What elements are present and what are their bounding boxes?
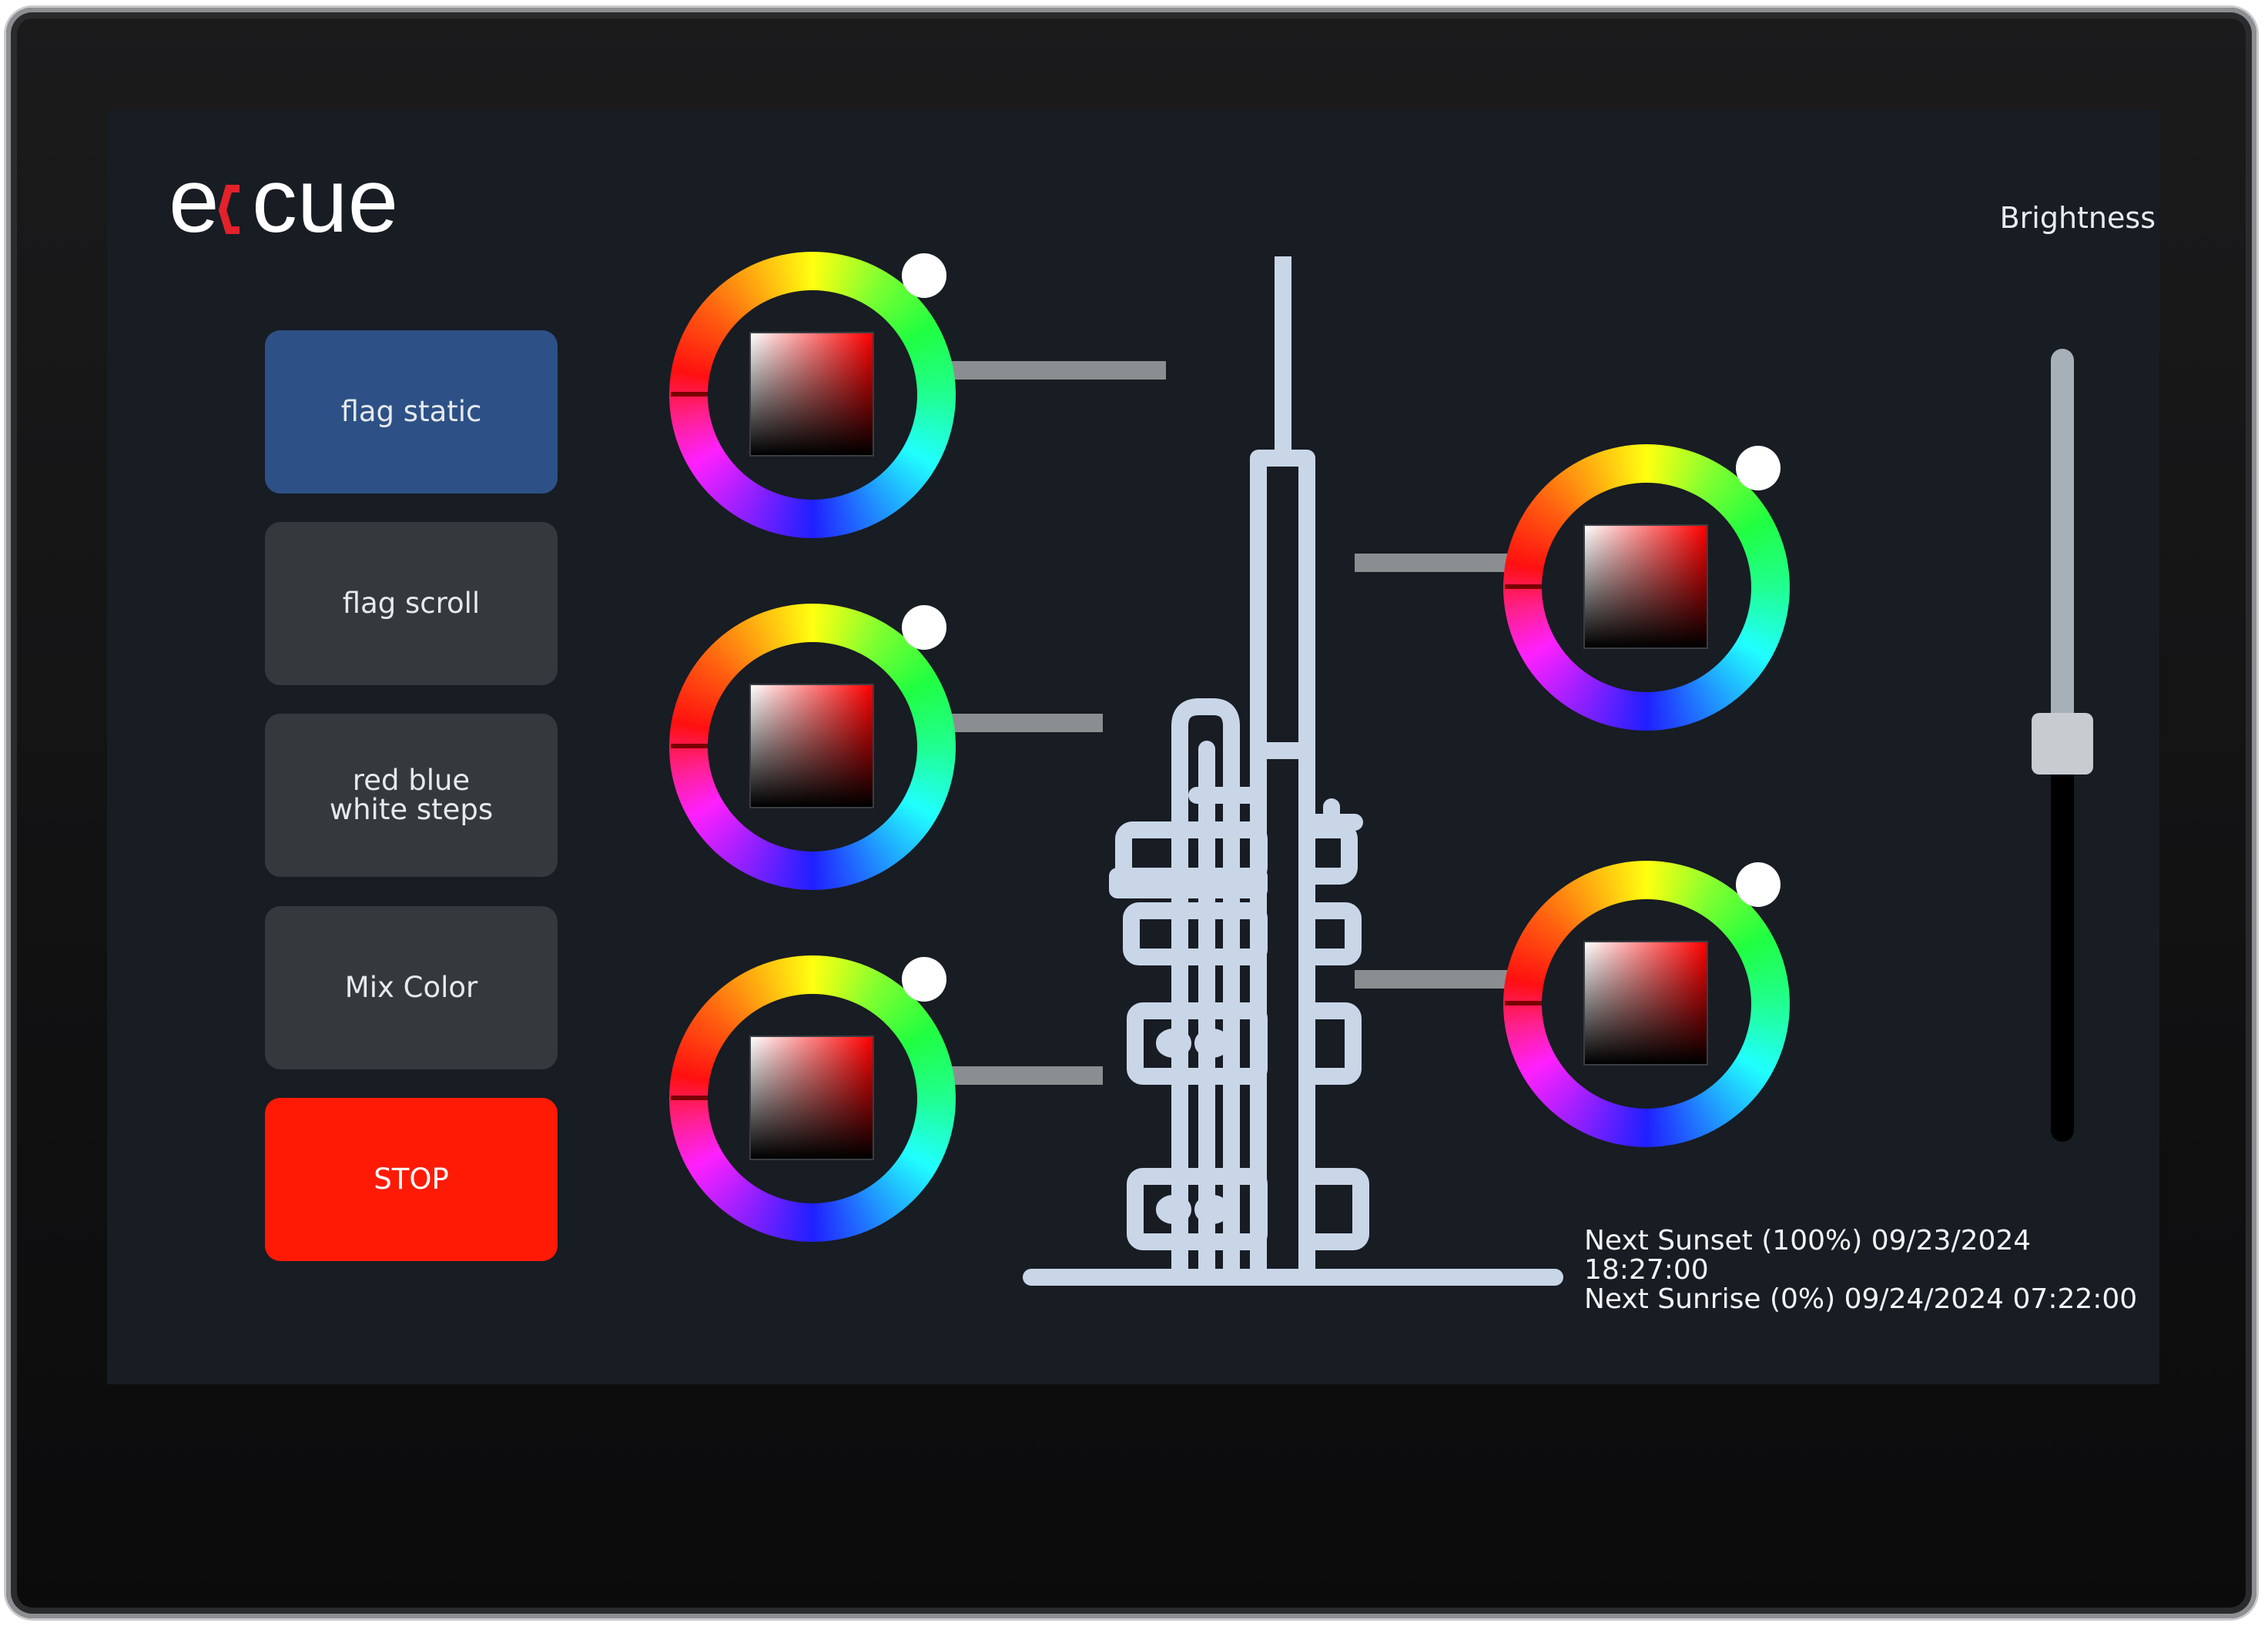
hue-marker	[1505, 1001, 1542, 1005]
hue-marker	[671, 392, 708, 396]
color-picker-right-bottom[interactable]	[1503, 861, 1790, 1147]
mix-color-label: Mix Color	[344, 971, 478, 1004]
saturation-value-square[interactable]	[749, 1035, 874, 1160]
saturation-value-square[interactable]	[1583, 524, 1708, 649]
stop-button[interactable]: STOP	[265, 1098, 558, 1261]
next-sunset-text: Next Sunset (100%) 09/23/2024 18:27:00	[1584, 1225, 2032, 1286]
picker-handle[interactable]	[902, 957, 946, 1002]
hue-marker	[671, 744, 708, 748]
flag-scroll-button[interactable]: flag scroll	[265, 522, 558, 685]
svg-text:e: e	[169, 150, 219, 249]
touch-screen: e cue Brightness flag static flag scroll…	[107, 110, 2159, 1384]
svg-text:cue: cue	[252, 150, 398, 249]
picker-handle[interactable]	[902, 253, 946, 298]
saturation-value-square[interactable]	[1583, 941, 1708, 1066]
saturation-value-square[interactable]	[749, 332, 874, 457]
picker-handle[interactable]	[1736, 446, 1781, 490]
flag-static-button[interactable]: flag static	[265, 330, 558, 493]
picker-handle[interactable]	[1736, 862, 1781, 907]
next-sunrise-text: Next Sunrise (0%) 09/24/2024 07:22:00	[1584, 1283, 2138, 1315]
schedule-info: Next Sunset (100%) 09/23/2024 18:27:00 N…	[1584, 1226, 2159, 1314]
hue-marker	[671, 1096, 708, 1100]
red-blue-white-steps-button[interactable]: red blue white steps	[265, 714, 558, 877]
flag-scroll-label: flag scroll	[342, 587, 481, 620]
brightness-label: Brightness	[1999, 201, 2156, 235]
stop-label: STOP	[374, 1163, 449, 1196]
brightness-slider-track-upper[interactable]	[2051, 349, 2074, 749]
tv-tower-illustration	[1023, 256, 1563, 1286]
brightness-slider-thumb[interactable]	[2032, 713, 2093, 775]
ecue-logo: e cue	[169, 150, 398, 249]
color-picker-left-top[interactable]	[669, 252, 956, 538]
red-blue-white-steps-label: red blue white steps	[329, 764, 494, 826]
color-picker-left-bottom[interactable]	[669, 955, 956, 1242]
saturation-value-square[interactable]	[749, 684, 874, 808]
color-picker-right-top[interactable]	[1503, 444, 1790, 731]
picker-handle[interactable]	[902, 605, 946, 650]
color-picker-left-middle[interactable]	[669, 604, 956, 890]
brightness-slider-track-lower[interactable]	[2051, 757, 2074, 1142]
flag-static-label: flag static	[340, 395, 482, 428]
hue-marker	[1505, 584, 1542, 589]
mix-color-button[interactable]: Mix Color	[265, 906, 558, 1069]
